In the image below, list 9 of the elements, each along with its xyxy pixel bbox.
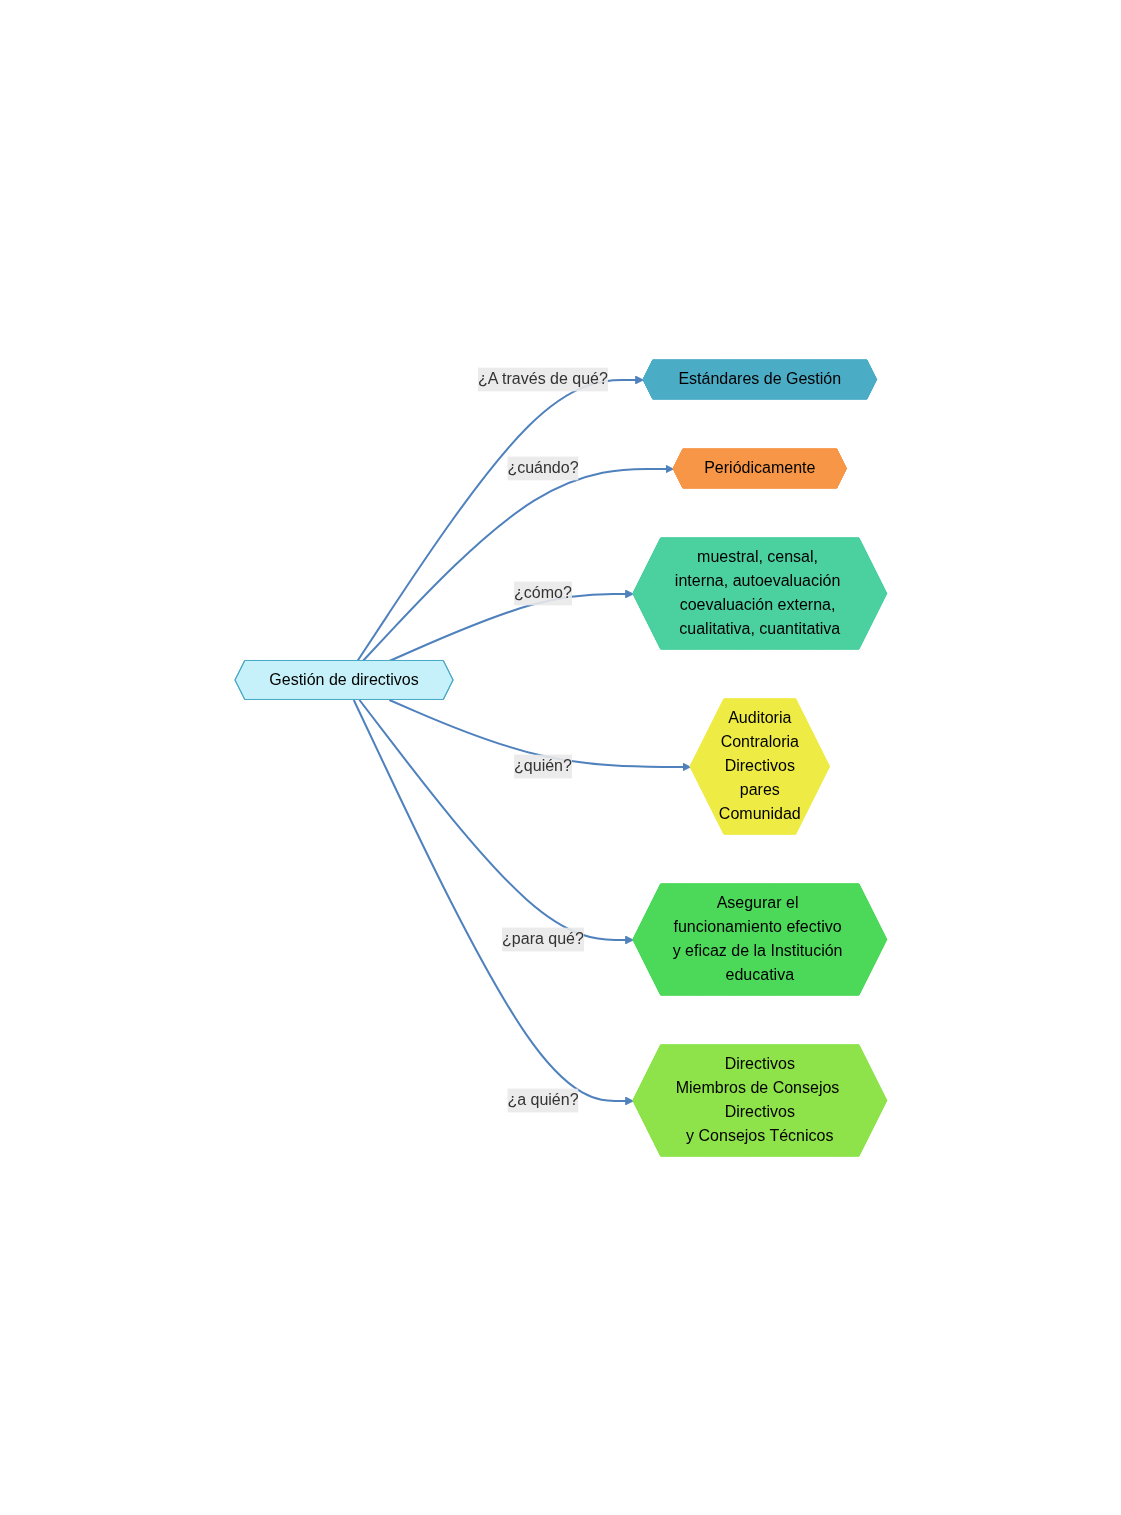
edge-label: ¿cómo?	[513, 584, 572, 601]
arrow	[358, 698, 634, 944]
arrow	[352, 698, 634, 1105]
edge-label: ¿quién?	[513, 756, 572, 774]
edge-label: ¿para qué?	[501, 929, 584, 947]
edge-label: ¿A través de qué?	[477, 370, 608, 387]
edge-label: ¿a quién?	[507, 1090, 579, 1108]
arrow	[388, 698, 691, 771]
edge-label: ¿cuándo?	[507, 459, 579, 476]
